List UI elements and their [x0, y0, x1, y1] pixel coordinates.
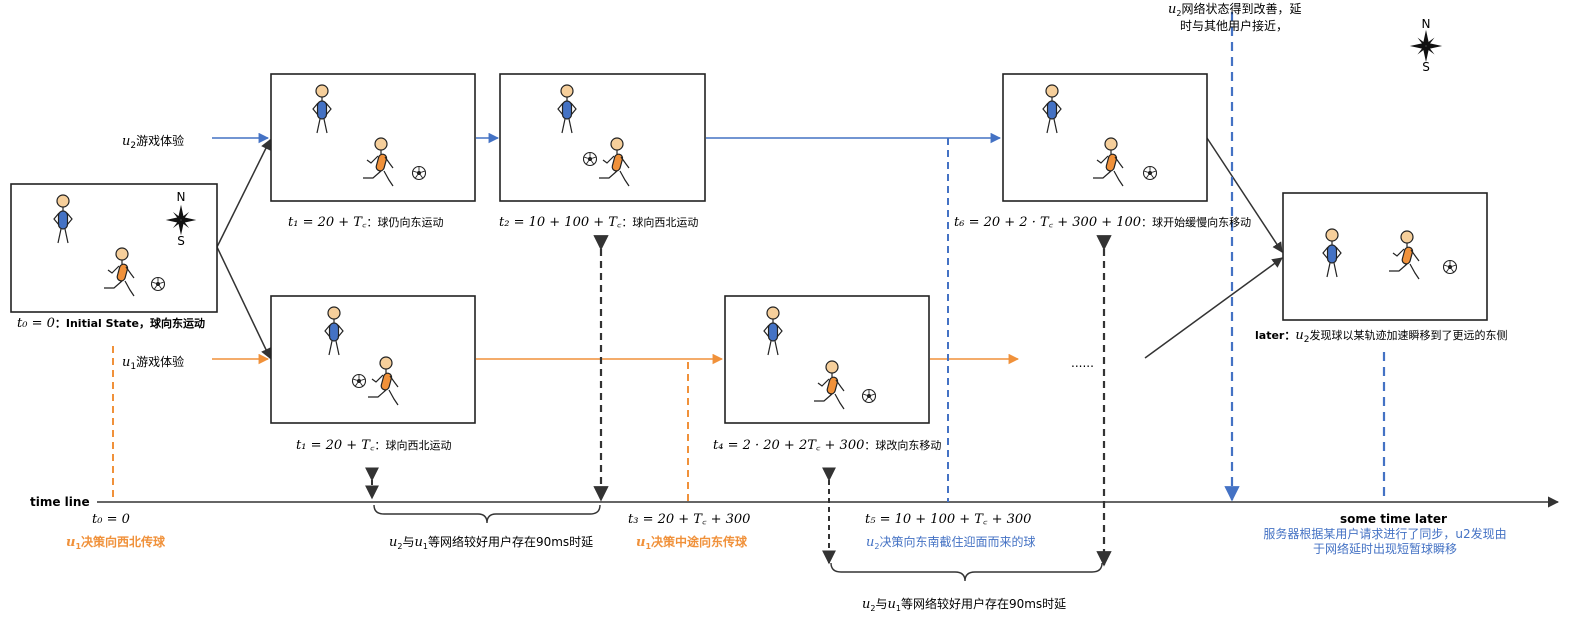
compass-icon [1409, 29, 1443, 63]
compass-n: N [1422, 17, 1431, 31]
ellipsis: ...... [1071, 356, 1094, 370]
latency-note-1: u2与u1等网络较好用户存在90ms时延 [389, 534, 593, 551]
caption-initial: t₀ = 0：Initial State，球向东运动 [17, 316, 205, 331]
caption-u2-t1: t₁ = 20 + T꜀：球仍向东运动 [288, 215, 443, 230]
sync-note-line2: 于网络延时出现短暂球瞬移 [1313, 541, 1457, 556]
latency-note-2: u2与u1等网络较好用户存在90ms时延 [862, 596, 1066, 613]
latency-brace-2 [830, 562, 1103, 582]
caption-later: later：u2发现球以某轨迹加速瞬移到了更远的东侧 [1255, 328, 1507, 345]
caption-u2-t2: t₂ = 10 + 100 + T꜀：球向西北运动 [499, 215, 698, 230]
caption-u1-t1: t₁ = 20 + T꜀：球向西北运动 [296, 438, 451, 453]
frame-u2-t1 [270, 73, 476, 202]
latency-brace-1 [373, 504, 601, 524]
timeline-label: time line [30, 495, 90, 509]
soccer-ball-icon [582, 151, 598, 167]
compass-s: S [177, 234, 185, 248]
u2-block-note: u2决策向东南截住迎面而来的球 [866, 534, 1035, 551]
soccer-ball-icon [351, 373, 367, 389]
t3-label: t₃ = 20 + T꜀ + 300 [628, 512, 750, 527]
frame-u1-t4 [724, 295, 930, 424]
u1-pass-note: u1决策向西北传球 [66, 534, 166, 551]
soccer-ball-icon [150, 276, 166, 292]
network-note-line1: u2网络状态得到改善，延 [1168, 1, 1301, 18]
frame-initial: N S [10, 183, 218, 313]
soccer-ball-icon [1142, 165, 1158, 181]
frame-u2-t2 [499, 73, 706, 202]
branch-arrow-u2 [216, 139, 271, 248]
caption-u2-t6: t₆ = 20 + 2 · T꜀ + 300 + 100：球开始缓慢向东移动 [954, 215, 1251, 230]
network-note-line2: 时与其他用户接近， [1180, 18, 1288, 33]
some-time-later-label: some time later [1340, 512, 1447, 526]
merge-arrow-top [1206, 137, 1283, 253]
t5-label: t₅ = 10 + 100 + T꜀ + 300 [865, 512, 1031, 527]
u1-east-note: u1决策中途向东传球 [636, 534, 748, 551]
branch-arrow-u1 [216, 246, 271, 359]
compass-n: N [177, 190, 186, 204]
caption-u1-t4: t₄ = 2 · 20 + 2T꜀ + 300：球改向东移动 [713, 438, 941, 453]
frame-u2-t6 [1002, 73, 1208, 202]
frame-later [1282, 192, 1488, 321]
soccer-ball-icon [411, 165, 427, 181]
sync-note-line1: 服务器根据某用户请求进行了同步，u2发现由 [1263, 526, 1506, 541]
soccer-ball-icon [861, 388, 877, 404]
compass-s: S [1422, 60, 1430, 74]
u2-row-label: u2游戏体验 [122, 133, 184, 151]
frame-u1-t1 [270, 295, 476, 424]
merge-arrow-bottom [1144, 257, 1283, 359]
soccer-ball-icon [1442, 259, 1458, 275]
t0-label: t₀ = 0 [92, 512, 130, 527]
u1-row-label: u1游戏体验 [122, 354, 184, 372]
